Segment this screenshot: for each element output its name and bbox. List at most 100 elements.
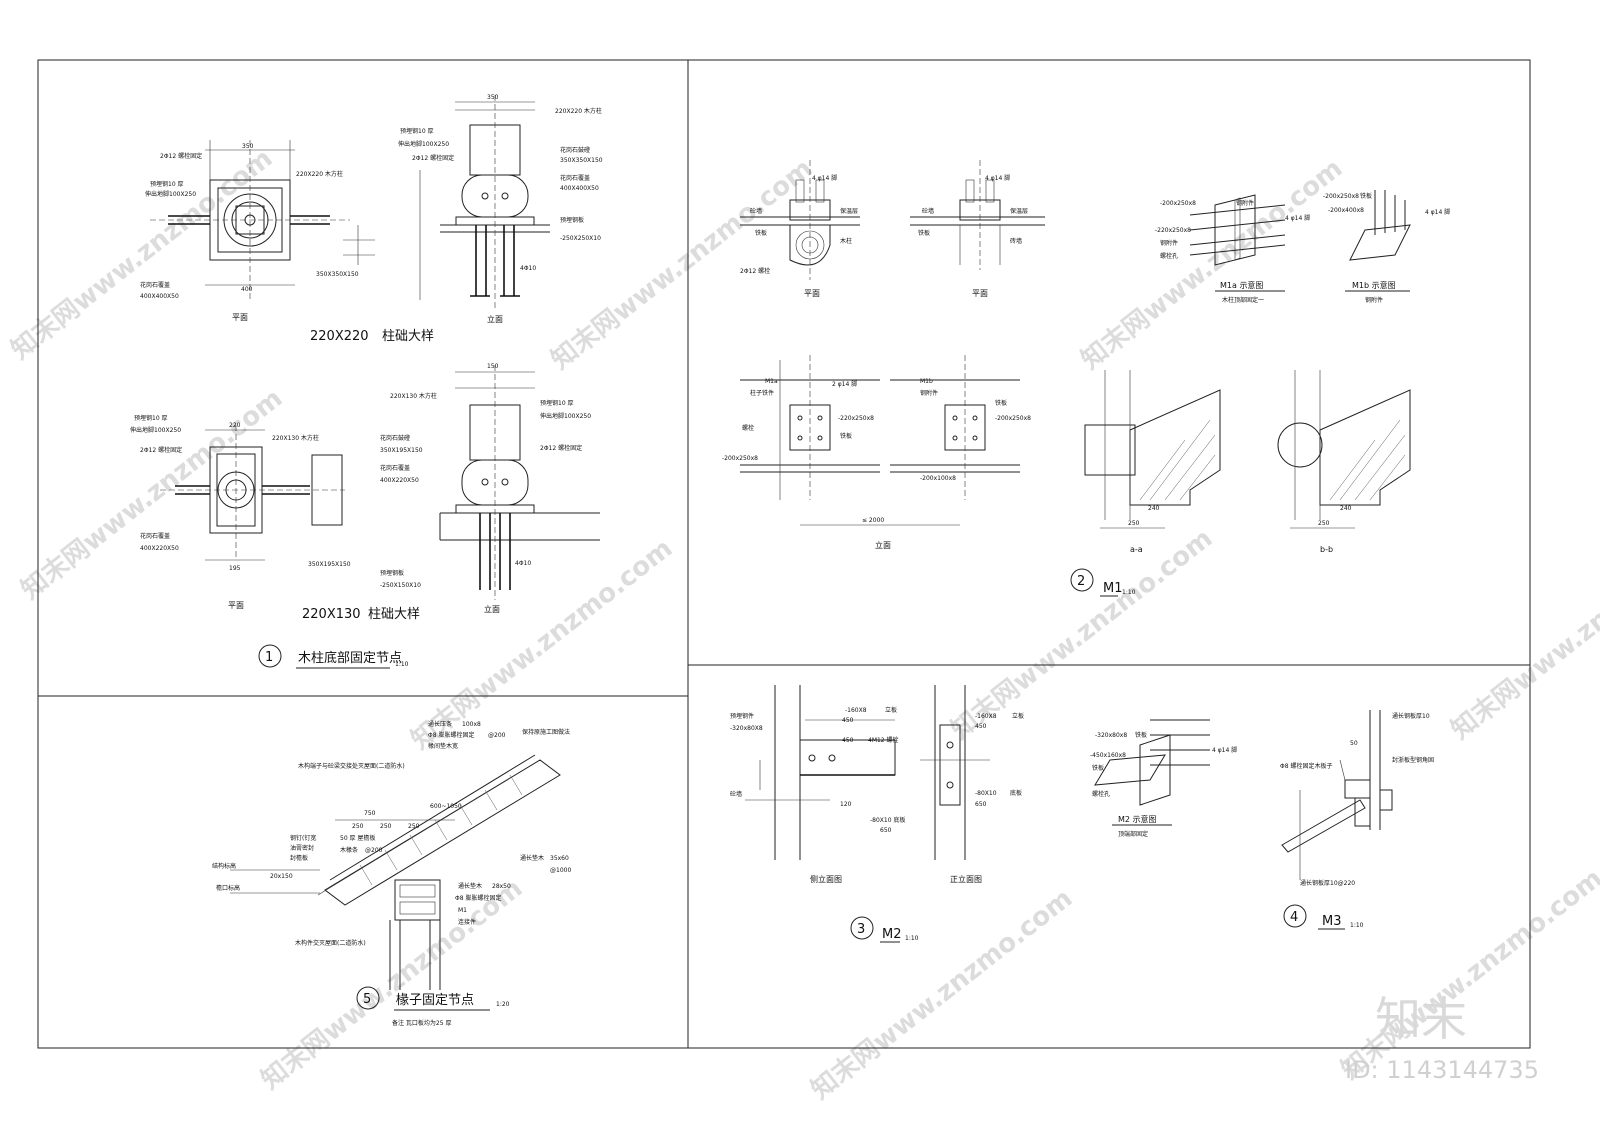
dim: 250: [1128, 520, 1140, 527]
m2-label: M2 示意图: [1118, 814, 1157, 824]
label: 350X350X150: [316, 271, 359, 278]
label: -200x400x8: [1328, 207, 1364, 214]
label: 通长垫木: [458, 882, 482, 890]
watermark-text: 知末网www.znzmo.com: [1336, 863, 1600, 1085]
m1b-label: M1b 示意图: [1352, 280, 1396, 290]
label: 砼墙: [730, 790, 742, 798]
caption-size: 220X220: [310, 329, 369, 344]
panel2-plan-labels: 4 φ14 脚 砼墙 保温层 铁板 木柱 2Φ12 螺栓 4 φ14 脚 砼墙 …: [740, 174, 1028, 298]
label: 螺栓孔: [1092, 790, 1110, 798]
dim: 450: [842, 737, 854, 744]
label: Φ8 膨胀螺栓固定: [455, 894, 501, 902]
panel2-elevation-labels: M1a 柱子铁件 2 φ14 脚 -220x250x8 螺栓 铁板 -200x2…: [722, 378, 1031, 550]
label: -220x250x8: [1155, 227, 1191, 234]
dim: 220: [229, 422, 241, 429]
watermark-text: 知末网www.znzmo.com: [1446, 523, 1600, 745]
label: -160X8: [845, 707, 867, 714]
dim: 450: [842, 717, 854, 724]
label: 保持原施工图做法: [522, 728, 570, 736]
panel3-side-elevation: [745, 685, 896, 860]
label: 400X400X50: [560, 185, 599, 192]
label: 220X220 木方柱: [296, 170, 343, 178]
label: 檐口标高: [216, 884, 240, 892]
detail-number: 4: [1290, 910, 1298, 925]
panel3-title-block: 3 M2 1:10: [850, 916, 919, 943]
panel1-detail-a-plan-labels: 2Φ12 螺栓固定 预埋钢10 厚 伸出地脚100X250 220X220 木方…: [140, 143, 359, 322]
panel3-front-elevation: [920, 685, 990, 860]
label: 2Φ12 螺栓: [740, 267, 770, 275]
label: 伸出地脚100X250: [398, 140, 449, 148]
panel5-labels: 通长压条 100x8 Φ8 膨胀螺栓固定 椽间垫木宽 @200 保持原施工图做法…: [212, 720, 571, 947]
label: 2Φ12 螺栓固定: [412, 154, 454, 162]
label: 铁板: [918, 229, 930, 237]
detail-number-circle: [850, 916, 874, 940]
label: 4 φ14 脚: [812, 174, 837, 182]
label: 钢附件: [1160, 239, 1178, 247]
watermark-text: 知末网www.znzmo.com: [6, 143, 278, 365]
label: 通长钢板厚10: [1392, 712, 1430, 720]
note: 备注 瓦口板均为25 厚: [392, 1019, 451, 1027]
label: @200: [365, 847, 383, 854]
label: 伸出地脚100X250: [130, 426, 181, 434]
panel4-title-block: 4 M3 1:10: [1283, 904, 1364, 930]
label: 20x150: [270, 873, 293, 880]
label: 铁板: [1135, 731, 1147, 739]
detail-number-circle: [1070, 568, 1094, 592]
label: 220X130 木方柱: [390, 392, 437, 400]
label: 木椽条: [340, 846, 358, 854]
label: -160X8: [975, 713, 997, 720]
label: -80X10 底板: [870, 816, 905, 824]
label: 花岗石覆盖: [140, 281, 170, 289]
dim: 250: [1318, 520, 1330, 527]
label: M1: [458, 907, 467, 914]
dim: 650: [880, 827, 892, 834]
label: 220X130 木方柱: [272, 434, 319, 442]
label: -250X150X10: [380, 582, 421, 589]
panel1-detail-b-caption: 220X130 柱础大样: [302, 607, 420, 622]
panel1-detail-a-caption: 220X220 柱础大样: [310, 329, 434, 344]
panel2-section-b: 250 240 b-b: [1277, 370, 1411, 554]
label: 预埋钢10 厚: [150, 180, 184, 188]
caption-text: 柱础大样: [382, 329, 434, 344]
detail-number: 1: [265, 650, 273, 665]
label: 伸出地脚100X250: [145, 190, 196, 198]
label: 400X220X50: [380, 477, 419, 484]
plan-label: 平面: [232, 313, 248, 322]
label: 铁板: [840, 432, 852, 440]
label: 木构端子与砼梁交接处灭屋面(二道防水): [298, 762, 405, 770]
label: 钢附件: [1236, 199, 1254, 207]
dim: 240: [1340, 505, 1352, 512]
label: 立板: [1012, 712, 1024, 720]
panel2-title-block: 2 M1 1:10: [1070, 568, 1136, 597]
label: 花岗石鼓磴: [560, 146, 590, 154]
panel1-detail-b-plan-labels: 220X130 木方柱 预埋钢10 厚 伸出地脚100X250 2Φ12 螺栓固…: [130, 414, 351, 610]
caption-text: 柱础大样: [368, 607, 420, 622]
elev-label: 立面: [875, 540, 891, 550]
label: 砼墙: [750, 207, 762, 215]
panel5-title-block: 5 椽子固定节点 1:20 备注 瓦口板均为25 厚: [356, 986, 510, 1027]
plan-label: 平面: [972, 289, 988, 298]
panel1-title-block: 1 木柱底部固定节点 1:10: [258, 644, 409, 669]
panel1-detail-a-plan: [150, 140, 375, 300]
label: 连接件: [458, 918, 476, 926]
panel2-section-a: 250 240 a-a: [1084, 370, 1221, 554]
panel4-drawing: [1281, 710, 1393, 880]
m1a-sub: 木柱顶部固定一: [1222, 296, 1264, 304]
label: 350X350X150: [560, 157, 603, 164]
panel3-front-labels: -160X8 立板 -80X10 底板 450 650 正立面图: [950, 712, 1024, 884]
dim: 750: [364, 810, 376, 817]
label: 油膏密封: [290, 844, 314, 852]
detail-title: 椽子固定节点: [396, 993, 474, 1008]
label: 220X220 木方柱: [555, 107, 602, 115]
label: M1a: [765, 378, 778, 385]
label: 4 φ14 脚: [1212, 746, 1237, 754]
detail-number: 5: [363, 992, 371, 1007]
m2-sub: 顶端部固定: [1118, 830, 1148, 838]
label: 4 φ14 脚: [985, 174, 1010, 182]
panel1-detail-a-elevation: [419, 95, 550, 310]
label: 花岗石鼓磴: [380, 434, 410, 442]
front-label: 正立面图: [950, 874, 982, 884]
m1b-sub: 钢附件: [1365, 296, 1383, 304]
label: 铁板: [995, 399, 1007, 407]
panel1-detail-b-plan: [160, 425, 345, 561]
